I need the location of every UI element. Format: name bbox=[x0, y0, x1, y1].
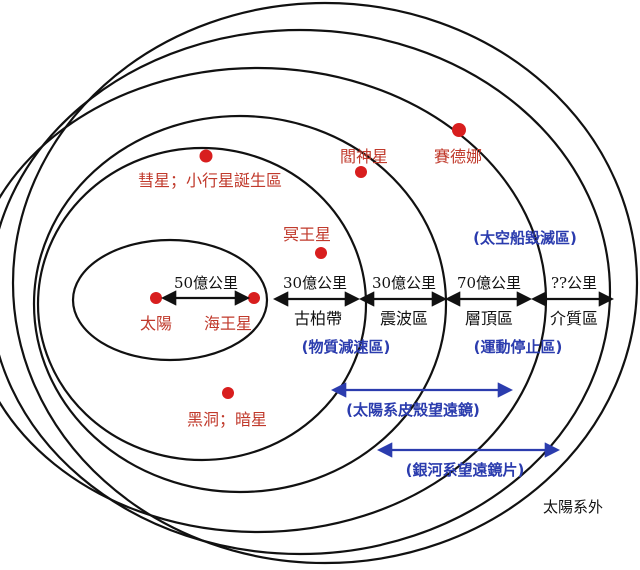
label-kuiper: 古柏帶 bbox=[294, 309, 342, 328]
label-shock: 震波區 bbox=[380, 309, 428, 328]
label-heliopause: 層頂區 bbox=[465, 309, 513, 328]
label-blackhole: 黑洞；暗星 bbox=[187, 410, 267, 429]
label-comet: 彗星；小行星誕生區 bbox=[138, 171, 282, 190]
inner-system-ellipse bbox=[71, 238, 269, 362]
label-destroy-zone: (太空船毀滅區) bbox=[473, 229, 577, 247]
label-hades: 閻神星 bbox=[340, 147, 388, 166]
comet-dot bbox=[199, 149, 213, 163]
label-sun: 太陽 bbox=[140, 314, 172, 333]
label-outside: 太陽系外 bbox=[543, 498, 603, 516]
neptune-dot bbox=[248, 292, 260, 304]
label-galaxy-telescope: (銀河系望遠鏡片) bbox=[406, 461, 525, 479]
label-stop-zone: (運動停止區) bbox=[474, 338, 563, 356]
pluto-dot bbox=[315, 247, 327, 259]
label-50: 50億公里 bbox=[174, 274, 238, 292]
label-solar-telescope: (太陽系皮殼望遠鏡) bbox=[346, 401, 480, 419]
label-pluto: 冥王星 bbox=[283, 225, 331, 244]
label-qq: ??公里 bbox=[551, 274, 597, 292]
blackhole-dot bbox=[222, 387, 234, 399]
label-neptune: 海王星 bbox=[204, 314, 252, 333]
label-70: 70億公里 bbox=[457, 274, 521, 292]
sun-dot bbox=[150, 292, 162, 304]
label-decel-zone: (物質減速區) bbox=[302, 338, 391, 356]
label-30a: 30億公里 bbox=[283, 274, 347, 292]
label-sedna: 賽德娜 bbox=[434, 147, 482, 166]
label-30b: 30億公里 bbox=[372, 274, 436, 292]
label-interstellar: 介質區 bbox=[550, 309, 598, 328]
outer-boundary-ellipse bbox=[11, 1, 639, 565]
sedna-dot bbox=[452, 123, 466, 137]
hades-dot bbox=[355, 166, 367, 178]
